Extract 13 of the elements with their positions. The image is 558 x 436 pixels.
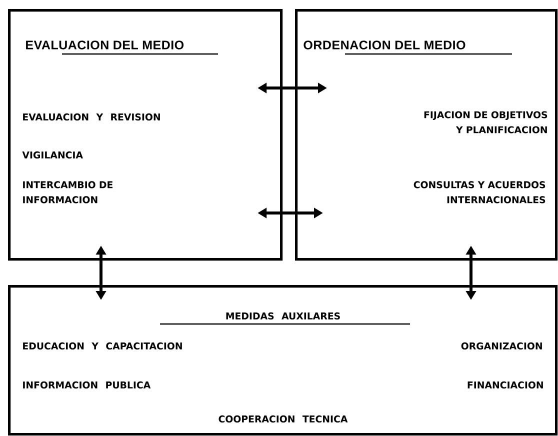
item-text: VIGILANCIA	[22, 151, 83, 159]
heading-text: EVALUACION DEL MEDIO	[26, 40, 218, 55]
item-text: COOPERACION TECNICA	[218, 415, 348, 423]
item-text: FIJACION DE OBJETIVOS Y PLANIFICACION	[424, 111, 548, 134]
item-text: FINANCIACION	[468, 381, 543, 389]
item-text: INFORMACION PUBLICA	[23, 381, 151, 389]
heading-text: ORDENACION DEL MEDIO	[304, 40, 512, 55]
item-text: ORGANIZACION	[461, 342, 542, 350]
item-text: EVALUACION Y REVISION	[23, 113, 160, 121]
item-text: EDUCACION Y CAPACITACION	[23, 342, 182, 350]
heading-text: MEDIDAS AUXILARES	[160, 312, 410, 325]
item-text: CONSULTAS Y ACUERDOS INTERNACIONALES	[414, 181, 546, 204]
item-text: INTERCAMBIO DE INFORMACION	[23, 181, 112, 204]
